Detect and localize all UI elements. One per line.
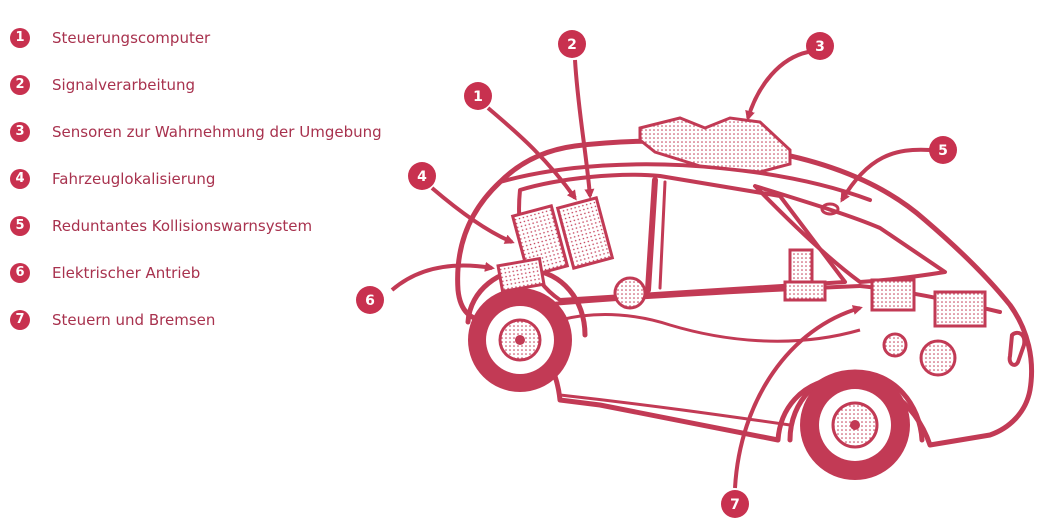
legend-item-3: 3 Sensoren zur Wahrnehmung der Umgebung: [10, 108, 430, 155]
sill-line: [558, 393, 792, 427]
steering-wheel: [613, 276, 647, 310]
legend-item-7: 7 Steuern und Bremsen: [10, 296, 430, 343]
legend-number-badge: 1: [10, 27, 30, 48]
legend-label: Signalverarbeitung: [52, 75, 196, 94]
legend-label: Reduntantes Kollisionswarnsystem: [52, 216, 313, 235]
legend-label: Sensoren zur Wahrnehmung der Umgebung: [52, 122, 382, 141]
steering-computer-box: [510, 204, 570, 278]
legend: 1 Steuerungscomputer 2 Signalverarbeitun…: [10, 14, 430, 343]
arrow-6: [390, 261, 495, 292]
legend-label: Steuerungscomputer: [52, 28, 211, 47]
seat-base: [783, 280, 827, 302]
rear-wheel: [468, 288, 572, 392]
seat-back: [788, 248, 814, 286]
legend-number-badge: 7: [10, 309, 30, 330]
callout-number: 1: [473, 89, 483, 105]
headlight: [1007, 330, 1027, 367]
callout-5: 5: [929, 136, 957, 164]
callout-number: 2: [567, 37, 577, 53]
callout-number: 3: [815, 39, 825, 55]
legend-item-5: 5 Reduntantes Kollisionswarnsystem: [10, 202, 430, 249]
arrow-7: [733, 305, 863, 489]
legend-label: Fahrzeuglokalisierung: [52, 169, 216, 188]
callout-number: 6: [365, 293, 375, 309]
arrow-4: [430, 186, 515, 244]
callout-number: 4: [417, 169, 427, 185]
front-wheel: [800, 370, 910, 480]
front-unit-2: [933, 290, 987, 328]
legend-item-6: 6 Elektrischer Antrieb: [10, 249, 430, 296]
legend-number-badge: 3: [10, 121, 30, 142]
arrow-5: [840, 147, 931, 203]
callout-3: 3: [806, 32, 834, 60]
callout-4: 4: [408, 162, 436, 190]
legend-number-badge: 2: [10, 74, 30, 95]
brake-disc-front: [919, 339, 957, 377]
front-unit-1: [870, 278, 916, 312]
callout-6: 6: [356, 286, 384, 314]
arrow-3: [745, 50, 809, 121]
b-pillar: [645, 177, 658, 293]
legend-number-badge: 4: [10, 168, 30, 189]
signal-processing-box: [555, 196, 615, 270]
callout-2: 2: [558, 30, 586, 58]
roof-sensor-unit: [638, 116, 792, 174]
b-pillar-inner: [658, 180, 667, 290]
brake-unit: [882, 332, 908, 358]
legend-item-2: 2 Signalverarbeitung: [10, 61, 430, 108]
legend-label: Elektrischer Antrieb: [52, 263, 201, 282]
callout-7: 7: [721, 490, 749, 518]
legend-item-4: 4 Fahrzeuglokalisierung: [10, 155, 430, 202]
legend-label: Steuern und Bremsen: [52, 310, 216, 329]
legend-number-badge: 5: [10, 215, 30, 236]
callout-number: 5: [938, 143, 948, 159]
callout-1: 1: [464, 82, 492, 110]
collision-sensor: [820, 202, 840, 216]
legend-number-badge: 6: [10, 262, 30, 283]
drive-motor: [496, 256, 546, 294]
arrow-2: [573, 59, 595, 199]
callout-number: 7: [730, 497, 740, 513]
arrow-1: [486, 106, 577, 201]
legend-item-1: 1 Steuerungscomputer: [10, 14, 430, 61]
car-body-outline: [455, 138, 1035, 448]
